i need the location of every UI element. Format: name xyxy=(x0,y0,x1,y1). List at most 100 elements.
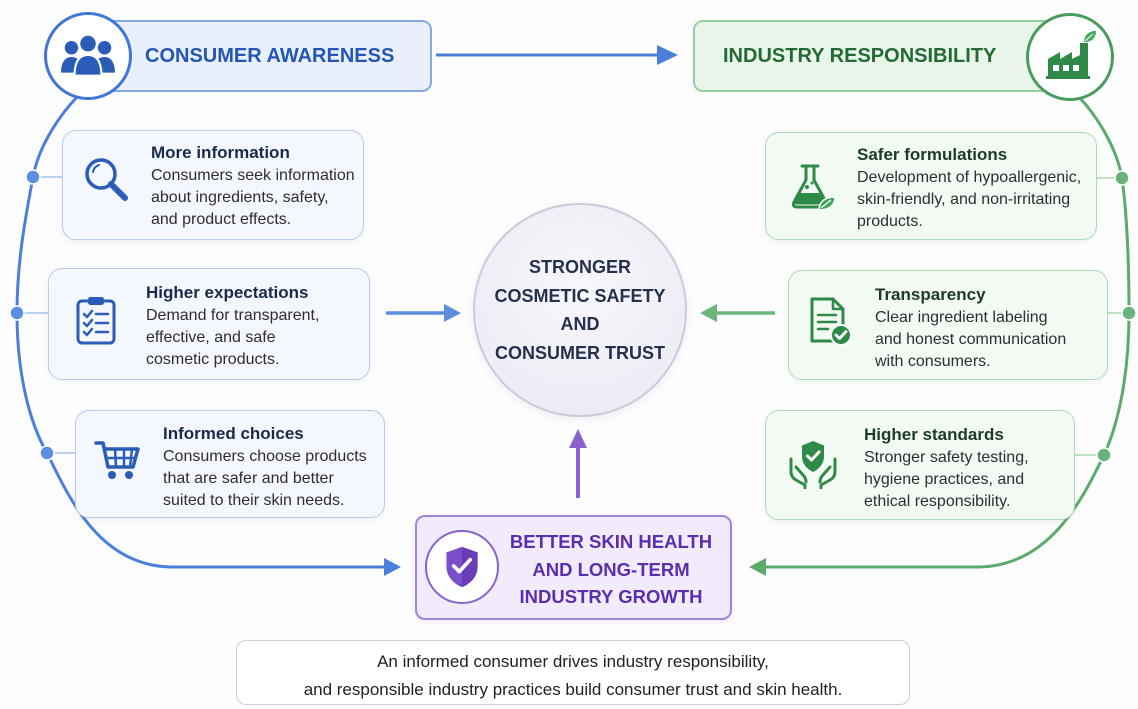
flask-bubble xyxy=(805,185,809,189)
industry-loop-line xyxy=(764,96,1131,569)
industry-responsibility-title: INDUSTRY RESPONSIBILITY xyxy=(723,44,997,67)
left-thumb xyxy=(794,465,808,484)
card-text: Higher expectations Demand for transpare… xyxy=(146,281,319,371)
industry-responsibility-header: INDUSTRY RESPONSIBILITY xyxy=(693,20,1065,92)
industry-to-center-arrowhead xyxy=(700,304,717,322)
cart-frame xyxy=(94,441,140,469)
card-line: Demand for transparent, xyxy=(146,307,320,324)
flask-leaf-icon xyxy=(791,164,836,211)
card-line: Stronger safety testing, xyxy=(864,449,1029,466)
card-line: and honest communication xyxy=(875,331,1067,348)
outcome-line: AND LONG-TERM xyxy=(532,558,690,580)
outcome-to-center-arrowhead xyxy=(569,429,587,448)
card-line: about ingredients, safety, xyxy=(151,189,329,206)
outcome-text: BETTER SKIN HEALTH AND LONG-TERM INDUSTR… xyxy=(500,528,722,611)
industry-loop-arrowhead xyxy=(749,558,766,576)
center-line: AND xyxy=(560,314,600,334)
magnifier-handle xyxy=(108,181,128,201)
check-mark xyxy=(82,327,94,337)
person-body xyxy=(61,57,80,73)
loop-dot xyxy=(25,169,41,185)
card-line: Development of hypoallergenic, xyxy=(857,169,1082,186)
cart-grid xyxy=(128,448,134,468)
shopping-cart-icon xyxy=(94,441,140,479)
card-icon-wrap xyxy=(785,160,837,212)
document-check-icon xyxy=(810,297,852,346)
card-icon-wrap xyxy=(70,293,122,345)
consumer-card-informed-choices: Informed choices Consumers choose produc… xyxy=(75,410,385,518)
consumer-card-higher-expectations: Higher expectations Demand for transpare… xyxy=(48,268,370,380)
person-head xyxy=(97,40,112,55)
loop-dot xyxy=(1096,447,1112,463)
hands-shield-icon xyxy=(789,441,837,489)
card-icon-wrap xyxy=(787,437,839,489)
card-line: products. xyxy=(857,213,923,230)
card-title: Safer formulations xyxy=(857,145,1008,164)
center-line: COSMETIC SAFETY xyxy=(494,285,666,306)
consumer-loop-line xyxy=(15,94,386,569)
check-mark xyxy=(82,309,94,319)
check-mark xyxy=(834,330,848,340)
card-title: Higher expectations xyxy=(146,283,309,302)
cart-wheel xyxy=(108,471,116,479)
card-title: More information xyxy=(151,143,290,162)
card-line: with consumers. xyxy=(875,353,991,370)
industry-card-transparency: Transparency Clear ingredient labeling a… xyxy=(788,270,1108,380)
leaf-vein xyxy=(820,199,832,209)
factory-base xyxy=(1046,76,1090,79)
card-line: that are safer and better xyxy=(163,470,334,487)
card-text: Transparency Clear ingredient labeling a… xyxy=(875,283,1066,373)
right-thumb xyxy=(818,465,832,484)
card-text: Safer formulations Development of hypoal… xyxy=(857,143,1081,233)
card-line: Consumers seek information xyxy=(151,167,355,184)
clipboard-clip xyxy=(88,297,104,305)
leaf-vein xyxy=(1084,33,1094,42)
loop-dot xyxy=(9,305,25,321)
card-line: Clear ingredient labeling xyxy=(875,309,1048,326)
card-title: Transparency xyxy=(875,285,986,304)
card-line: and product effects. xyxy=(151,211,292,228)
card-line: ethical responsibility. xyxy=(864,493,1011,510)
industry-card-safer-formulations: Safer formulations Development of hypoal… xyxy=(765,132,1097,240)
person-head xyxy=(78,33,98,54)
left-hand xyxy=(789,457,807,489)
person-body xyxy=(73,53,103,77)
shield-shade xyxy=(462,546,478,588)
card-line: Consumers choose products xyxy=(163,448,367,465)
outcome-line: BETTER SKIN HEALTH xyxy=(509,531,713,552)
shield-check-icon xyxy=(446,546,478,588)
cart-wheel xyxy=(125,471,133,479)
card-title: Informed choices xyxy=(163,424,304,443)
factory-window xyxy=(1063,65,1069,71)
card-text: Informed choices Consumers choose produc… xyxy=(163,422,367,512)
card-line: effective, and safe xyxy=(146,329,276,346)
card-icon-wrap xyxy=(93,433,145,485)
factory-window xyxy=(1053,65,1059,71)
right-hand xyxy=(819,457,837,489)
magnifier-icon xyxy=(85,158,128,201)
industry-card-higher-standards: Higher standards Stronger safety testing… xyxy=(765,410,1075,520)
person-head xyxy=(64,40,79,55)
card-icon-wrap xyxy=(80,153,132,205)
people-icon xyxy=(61,33,115,77)
factory-building xyxy=(1048,43,1088,77)
consumer-card-more-information: More information Consumers seek informat… xyxy=(62,130,364,240)
footer-line: An informed consumer drives industry res… xyxy=(377,652,769,671)
card-line: cosmetic products. xyxy=(146,351,280,368)
person-body xyxy=(96,57,115,73)
awareness-to-responsibility-arrowhead xyxy=(657,45,678,65)
center-goal-circle: STRONGER COSMETIC SAFETY AND CONSUMER TR… xyxy=(473,203,687,417)
consumer-awareness-badge xyxy=(44,12,132,100)
card-line: suited to their skin needs. xyxy=(163,492,345,509)
outcome-box: BETTER SKIN HEALTH AND LONG-TERM INDUSTR… xyxy=(415,515,732,620)
check-mark xyxy=(451,557,473,574)
flask-bubble xyxy=(810,181,814,185)
check-mark xyxy=(806,450,821,462)
factory-icon xyxy=(1046,31,1096,79)
document-fold xyxy=(831,299,843,311)
center-line: CONSUMER TRUST xyxy=(495,342,665,363)
footer-line: and responsible industry practices build… xyxy=(303,680,843,699)
factory-window xyxy=(1073,65,1079,71)
